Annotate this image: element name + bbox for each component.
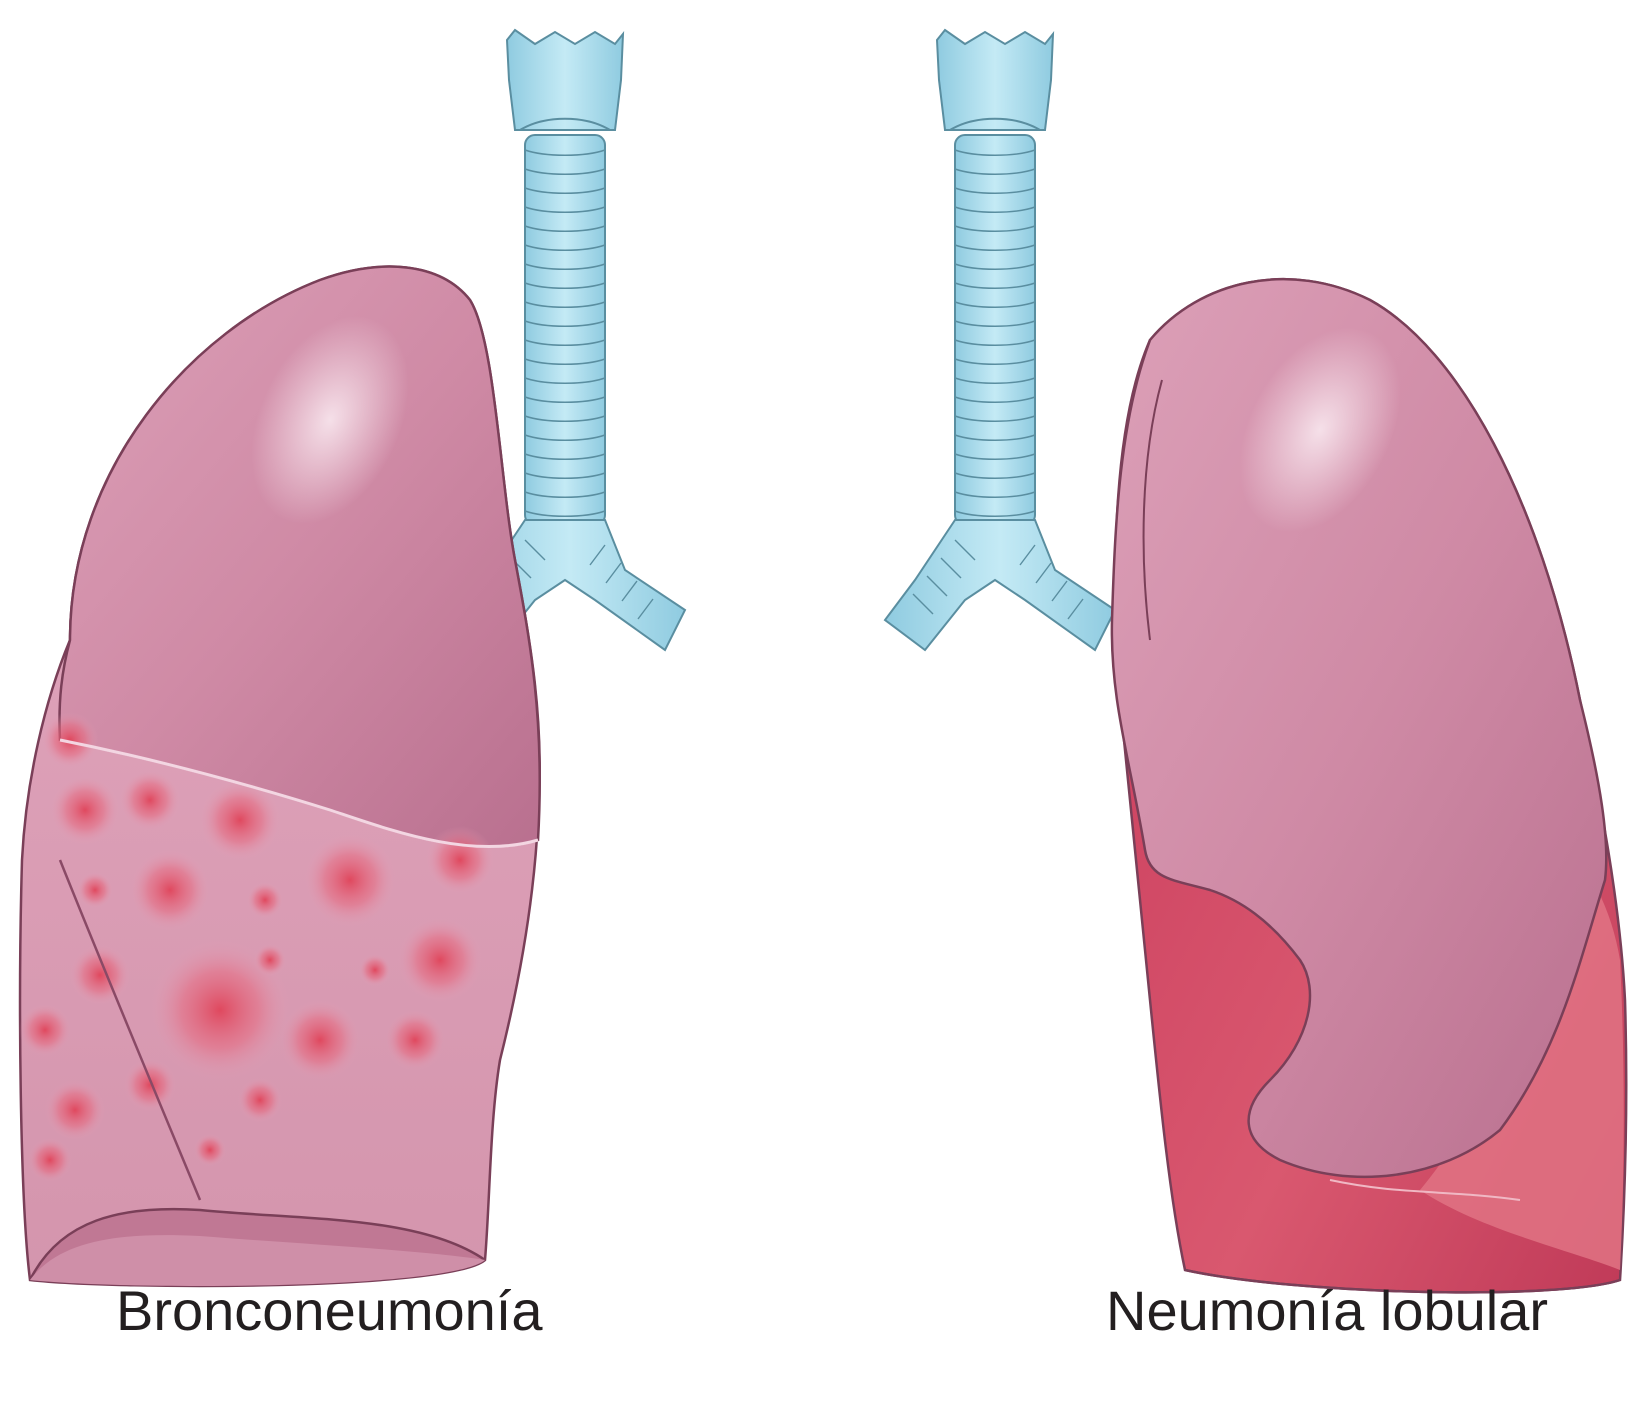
infection-foci xyxy=(19,712,494,1182)
lung-icon xyxy=(1110,277,1628,1294)
trachea-icon xyxy=(883,28,1117,652)
infection-focus xyxy=(200,780,280,860)
infection-focus xyxy=(42,712,98,768)
infection-focus xyxy=(254,944,286,976)
infection-focus xyxy=(385,1010,445,1070)
infection-focus xyxy=(150,940,290,1080)
lung-icon xyxy=(18,265,542,1288)
infection-focus xyxy=(426,826,494,894)
infection-focus xyxy=(51,776,119,844)
infection-focus xyxy=(19,1004,71,1056)
infection-focus xyxy=(238,1078,282,1122)
infection-focus xyxy=(398,918,482,1002)
infection-focus xyxy=(247,882,283,918)
infection-focus xyxy=(45,1080,105,1140)
infection-focus xyxy=(194,1134,226,1166)
infection-focus xyxy=(77,872,113,908)
caption-bronchopneumonia: Bronconeumonía xyxy=(116,1279,543,1342)
infection-focus xyxy=(359,954,391,986)
infection-focus xyxy=(28,1138,72,1182)
infection-focus xyxy=(120,770,180,830)
infection-focus xyxy=(304,834,396,926)
caption-lobar-pneumonia: Neumonía lobular xyxy=(1106,1279,1548,1342)
infection-focus xyxy=(124,1059,176,1111)
infection-focus xyxy=(280,1000,360,1080)
infection-focus xyxy=(70,945,130,1005)
infection-focus xyxy=(130,850,210,930)
